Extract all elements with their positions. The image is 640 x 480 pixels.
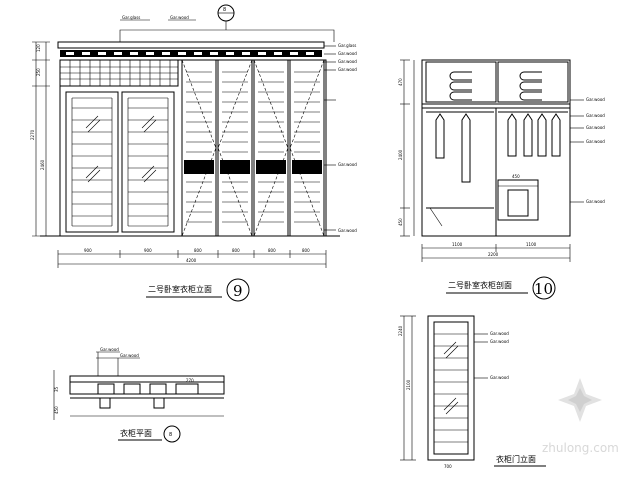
dim-w-5: 800 bbox=[268, 248, 276, 253]
section-10: 470 2400 450 1100 1100 2200 450 Gar.wood… bbox=[398, 59, 605, 300]
sec-note-3: Gar.wood bbox=[586, 125, 605, 130]
hanging-clothes bbox=[426, 111, 568, 183]
elevation-9-index: 9 bbox=[233, 282, 243, 300]
note-r-6: Gar.wood bbox=[338, 228, 357, 233]
dim-h-4: 2270 bbox=[30, 129, 35, 140]
plan-dim-3: 450 bbox=[54, 406, 59, 414]
door-note-1: Gar.wood bbox=[490, 331, 509, 336]
note-r-3: Gar.wood bbox=[338, 59, 357, 64]
door-detail-title: 衣柜门立面 bbox=[496, 454, 536, 464]
sec-w-4: 450 bbox=[512, 174, 520, 179]
section-10-index: 10 bbox=[534, 280, 553, 298]
dim-h-5: 2460 bbox=[40, 159, 45, 170]
sec-note-4: Gar.wood bbox=[586, 139, 605, 144]
dim-h-1: 120 bbox=[36, 44, 41, 52]
watermark: zhulong.com bbox=[542, 378, 619, 455]
watermark-logo-icon bbox=[558, 378, 602, 422]
sec-dim-2: 2400 bbox=[398, 149, 403, 160]
note-r-1: Gar.glass bbox=[338, 43, 356, 48]
plan-8-index: 8 bbox=[169, 432, 172, 438]
dim-w-4: 800 bbox=[232, 248, 240, 253]
louver-doors bbox=[181, 59, 325, 237]
sec-w-1: 1100 bbox=[452, 242, 463, 247]
dim-w-6: 800 bbox=[302, 248, 310, 253]
door-note-3: Gar.wood bbox=[490, 375, 509, 380]
dim-w-1: 900 bbox=[84, 248, 92, 253]
plan-note-2: Gar.wood bbox=[120, 353, 139, 358]
door-note-2: Gar.wood bbox=[490, 339, 509, 344]
folded-linen bbox=[449, 71, 542, 101]
sec-dim-3: 450 bbox=[398, 218, 403, 226]
dim-w-2: 900 bbox=[144, 248, 152, 253]
plan-8-title: 衣柜平面 bbox=[120, 428, 152, 438]
door-dim-1: 2240 bbox=[398, 325, 403, 336]
glass-door-right bbox=[121, 91, 175, 233]
watermark-text: zhulong.com bbox=[542, 441, 619, 455]
note-top-2: Gar.wood bbox=[170, 15, 189, 20]
note-r-2: Gar.wood bbox=[338, 51, 357, 56]
sec-note-1: Gar.wood bbox=[586, 97, 605, 102]
plan-8: Gar.wood Gar.wood 270 35 450 衣柜平面 8 bbox=[53, 347, 225, 443]
note-r-5: Gar.wood bbox=[338, 162, 357, 167]
elevation-9: 8 Gar.glass Gar.wood bbox=[30, 4, 357, 302]
sec-note-2: Gar.wood bbox=[586, 113, 605, 118]
sec-w-2: 1100 bbox=[526, 242, 537, 247]
sec-note-5: Gar.wood bbox=[586, 199, 605, 204]
door-dim-2: 2100 bbox=[406, 379, 411, 390]
door-detail: 2240 2100 700 Gar.wood Gar.wood Gar.wood… bbox=[398, 315, 546, 469]
section-10-title: 二号卧室衣柜剖面 bbox=[448, 280, 512, 290]
dim-w-3: 800 bbox=[194, 248, 202, 253]
sec-dim-1: 470 bbox=[398, 78, 403, 86]
sec-w-3: 2200 bbox=[488, 252, 499, 257]
elevation-9-title: 二号卧室衣柜立面 bbox=[148, 284, 212, 294]
dim-h-2: 250 bbox=[36, 68, 41, 76]
plan-dim-1: 270 bbox=[186, 378, 194, 383]
note-r-4: Gar.wood bbox=[338, 67, 357, 72]
door-dim-3: 700 bbox=[444, 464, 452, 469]
glass-door-left bbox=[65, 91, 119, 233]
dim-total: 4200 bbox=[186, 258, 197, 263]
plan-dim-2: 35 bbox=[54, 386, 59, 392]
note-top-1: Gar.glass bbox=[122, 15, 140, 20]
plan-note-1: Gar.wood bbox=[100, 347, 119, 352]
cornice-pattern bbox=[60, 50, 322, 57]
section-marker-number: 8 bbox=[223, 7, 226, 13]
